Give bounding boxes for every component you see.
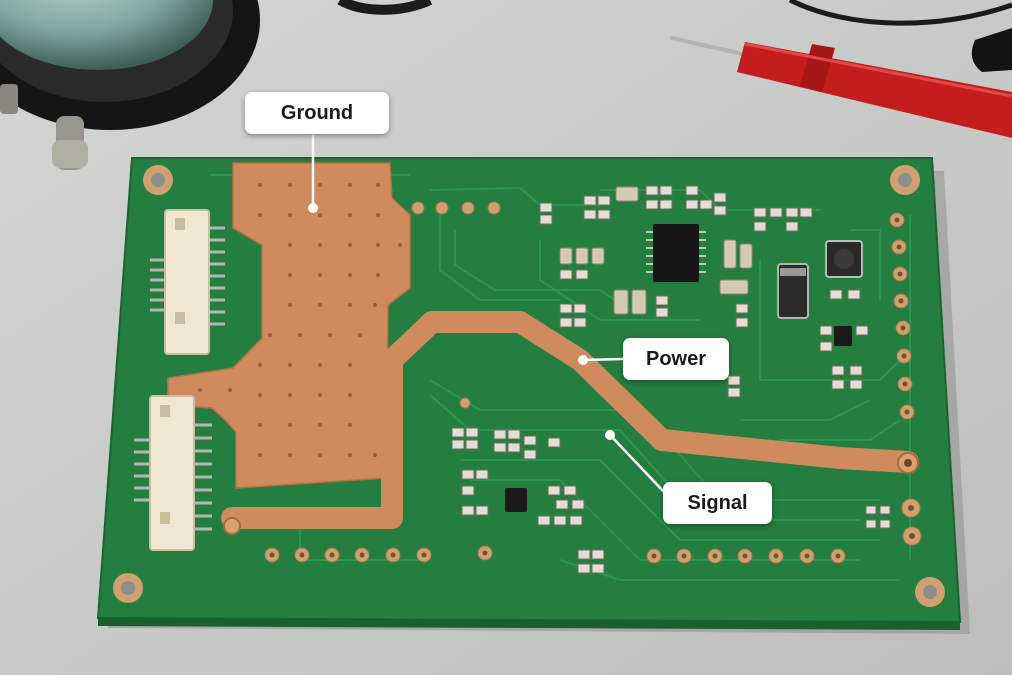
cable [788,0,1012,26]
probe-black [971,28,1012,72]
power-pad [223,517,241,535]
power-trace [221,311,919,529]
ground-vias [198,183,402,457]
diode [777,263,809,319]
multimeter-probe [670,36,1012,138]
cable [337,0,433,15]
ic-chip [646,224,706,282]
callout-leaders [311,134,665,493]
header-pads-bottom [264,397,846,564]
connector-bottom [134,395,212,551]
inductor [825,240,863,278]
magnifier-lens [0,0,260,170]
smd-components [451,185,891,574]
transistor [505,326,852,512]
callout-anchor-dots [308,203,615,440]
connector-top [150,209,225,355]
power-label: Power [623,338,729,380]
ground-label: Ground [245,92,389,134]
signal-label: Signal [663,482,772,524]
mounting-holes [113,165,945,607]
header-pads-top [411,201,501,215]
